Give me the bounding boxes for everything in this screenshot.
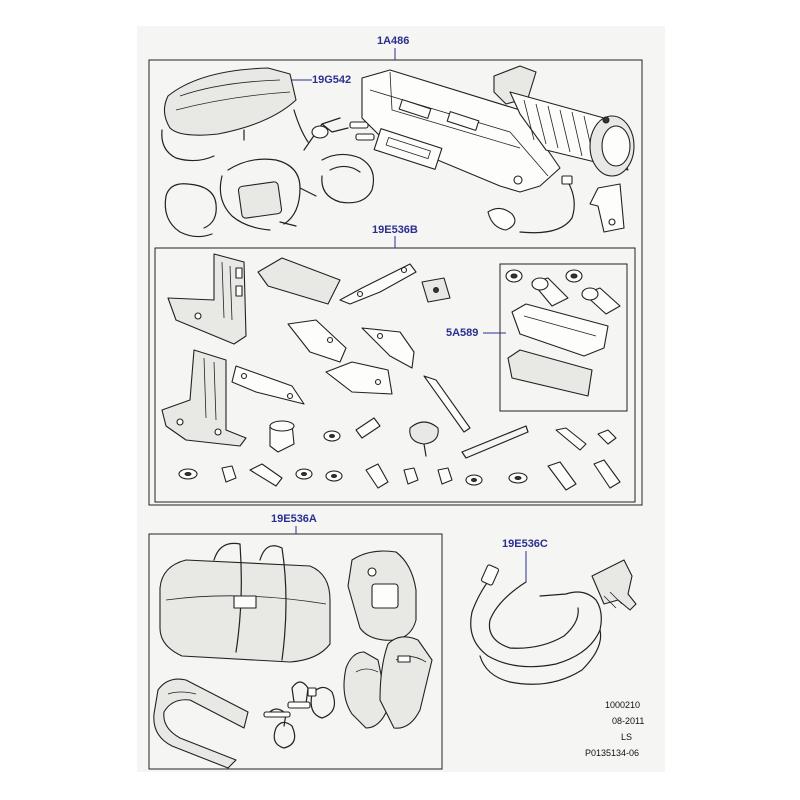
mounting-bracket-upper [167,253,247,345]
sub-kit-frame [499,263,628,412]
shackles-part [263,681,335,749]
callout-mounting-kit: 19E536B [372,224,418,236]
callout-remote-control: 19E536C [502,538,548,550]
callout-accessory-kit: 19E536A [271,513,317,525]
plates-brackets-group [231,263,529,459]
gloves-part [343,636,433,729]
winch-part [487,65,635,234]
winch-bag-part [159,542,331,663]
callout-winch-cover: 19G542 [312,74,352,86]
cover-plate-part [257,257,341,305]
illustration-date: 08-2011 [612,716,645,726]
model-code: LS [621,732,633,742]
callout-main-kit: 1A486 [377,35,410,47]
remote-cable-part [470,559,637,685]
tow-strap-part [153,678,249,769]
part-code: P0135134-06 [585,748,640,758]
callout-sub-kit: 5A589 [446,327,479,339]
winch-bumper-part [361,69,561,193]
illustration-number: 1000210 [605,700,641,710]
fasteners-group [178,417,621,491]
hook-clamp-part [303,117,375,151]
mounting-bracket-lower [161,349,247,447]
remote-control-part [347,550,417,641]
winch-cover-part [161,67,309,162]
wiring-harness-part [164,153,375,238]
sub-kit-parts [505,269,621,397]
